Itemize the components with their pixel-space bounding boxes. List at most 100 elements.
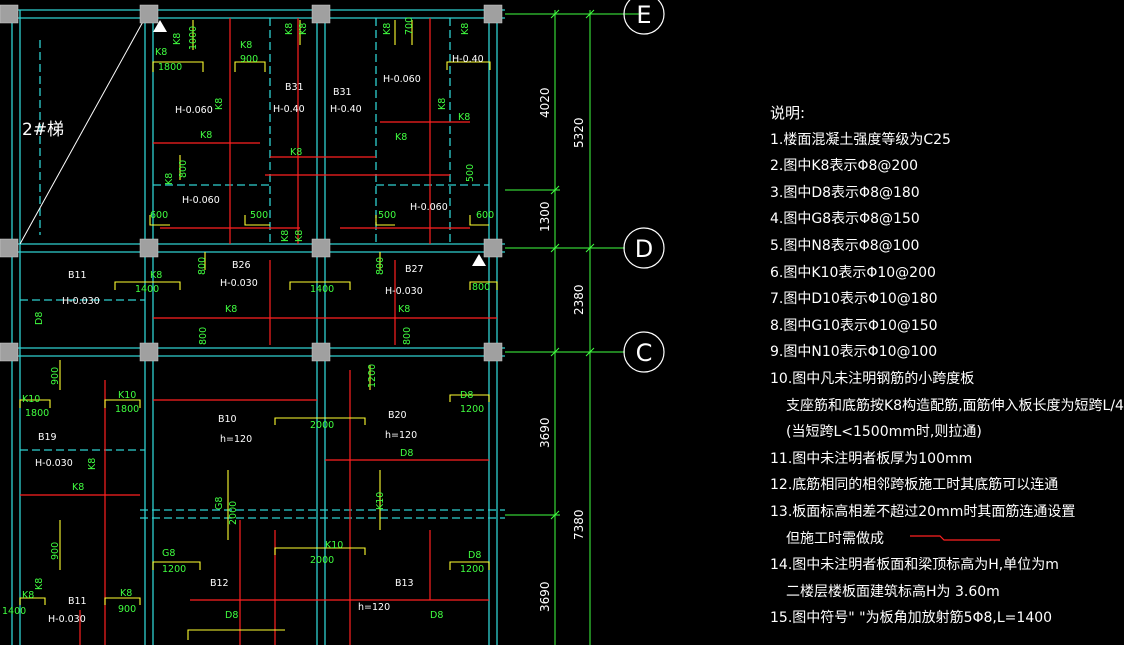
label-k10c: K10 (325, 540, 343, 551)
label-g8: G8 (162, 548, 175, 559)
label-k8c: K8 (200, 130, 212, 141)
label-k8e: K8 (290, 147, 302, 158)
label-h0060c: H-0.060 (182, 195, 220, 206)
label-b20: B20 (388, 410, 407, 421)
dim-3690b: 3690 (538, 581, 552, 612)
note-3: 3.图中D8表示Φ8@180 (770, 184, 920, 201)
label-500a: 500 (250, 210, 268, 221)
note-13-line2: 但施工时需做成 (786, 530, 884, 547)
label-k8h: K8 (225, 304, 237, 315)
label-b10: B10 (218, 414, 237, 425)
label-d8d: D8 (225, 610, 238, 621)
label-k8l: K8 (22, 590, 34, 601)
dimension-lines (505, 9, 640, 645)
axis-label-c: C (636, 339, 653, 367)
note-13: 13.板面标高相差不超过20mm时其面筋连通设置 (770, 503, 1076, 520)
grid-axis-labels: E D C (635, 1, 653, 367)
dim-3690a: 3690 (538, 417, 552, 448)
dim-4020: 4020 (538, 87, 552, 118)
note-8: 8.图中G10表示Φ10@150 (770, 317, 938, 334)
columns (0, 4, 503, 362)
vlabel-k8g: K8 (437, 98, 448, 110)
label-1800: 1800 (158, 62, 182, 73)
note-10-line3: (当短跨L<1500mm时,则拉通) (786, 424, 982, 441)
top-rebars (19, 20, 498, 640)
rebar-labels-vertical: 1000 K8 K8 K8 K8 700 K8 K8 K8 K8 800 500… (34, 17, 476, 590)
label-900b: 900 (118, 604, 136, 615)
label-1800b: 1800 (115, 404, 139, 415)
label-1400c: 1400 (2, 606, 26, 617)
vlabel-700: 700 (404, 17, 415, 35)
note-15: 15.图中符号" "为板角加放射筋5Φ8,L=1400 (770, 610, 1053, 627)
note-7: 7.图中D10表示Φ10@180 (770, 291, 938, 308)
axis-label-e: E (636, 1, 651, 29)
label-800a: 800 (472, 282, 490, 293)
axis-label-d: D (635, 235, 653, 263)
beam-lines (0, 9, 505, 645)
label-k8g: K8 (150, 270, 162, 281)
label-h0030c: H-0.030 (62, 296, 100, 307)
label-b11: B11 (68, 270, 87, 281)
stair-diagonal (19, 17, 146, 245)
note-10: 10.图中凡未注明钢筋的小跨度板 (770, 370, 975, 387)
vlabel-1000: 1000 (188, 26, 199, 50)
label-b27: B27 (405, 264, 424, 275)
label-k8: K8 (155, 47, 167, 58)
dim-7380: 7380 (572, 509, 586, 540)
vlabel-g8: G8 (214, 497, 225, 510)
label-h120b: h=120 (385, 430, 417, 441)
note-9: 9.图中N10表示Φ10@100 (770, 344, 938, 361)
vlabel-1200: 1200 (367, 364, 378, 388)
label-h0030d: H-0.030 (35, 458, 73, 469)
vlabel-k8j: K8 (87, 458, 98, 470)
dim-1300: 1300 (538, 201, 552, 232)
label-2000b: 2000 (310, 555, 334, 566)
note-5: 5.图中N8表示Φ8@100 (770, 237, 920, 254)
dim-2380: 2380 (572, 284, 586, 315)
vlabel-k10: K8 (164, 173, 175, 185)
vlabel-500c: 500 (465, 164, 476, 182)
label-k10b: K10 (22, 394, 40, 405)
label-d8e: D8 (430, 610, 443, 621)
note-11: 11.图中未注明者板厚为100mm (770, 450, 973, 467)
vlabel-k8e: K8 (460, 23, 471, 35)
label-k8d: K8 (395, 132, 407, 143)
dimension-text: 4020 1300 2380 3690 3690 5320 7380 (538, 87, 586, 612)
vlabel-k8h: K8 (280, 230, 291, 242)
notes-title: 说明: (770, 104, 806, 122)
label-b19: B19 (38, 432, 57, 443)
rebar-labels: K8 1800 900 K8 B31 B31 H-0.40 H-0.40 H-0… (2, 40, 494, 625)
label-h0060b: H-0.060 (383, 74, 421, 85)
note-14-line2: 二楼层楼板面建筑标高H为 3.60m (786, 583, 1000, 600)
vlabel-800a: 800 (178, 160, 189, 178)
label-h0040a: H-0.40 (273, 104, 305, 115)
axis-bubble-d (623, 227, 665, 269)
label-900: 900 (240, 54, 258, 65)
label-1200b: 1200 (162, 564, 186, 575)
vlabel-k8b: K8 (284, 23, 295, 35)
label-1400b: 1400 (310, 284, 334, 295)
vlabel-800e: 800 (402, 327, 413, 345)
step-symbol (910, 535, 1000, 541)
label-b13: B13 (395, 578, 414, 589)
vlabel-900a: 900 (50, 367, 61, 385)
axis-bubble-c (623, 331, 665, 373)
label-k8f: K8 (458, 112, 470, 123)
vlabel-k8f: K8 (214, 98, 225, 110)
axis-bubble-e (623, 0, 665, 35)
note-4: 4.图中G8表示Φ8@150 (770, 211, 920, 228)
vlabel-k10b: K10 (375, 492, 386, 510)
label-h0040b: H-0.40 (330, 104, 362, 115)
corner-markers (153, 20, 486, 266)
label-b26: B26 (232, 260, 251, 271)
label-h0030a: H-0.030 (220, 278, 258, 289)
label-k8i: K8 (398, 304, 410, 315)
note-12: 12.底筋相同的相邻跨板施工时其底筋可以连通 (770, 477, 1059, 494)
label-h0030e: H-0.030 (48, 614, 86, 625)
label-1200c: 1200 (460, 564, 484, 575)
vlabel-k8i: K8 (294, 230, 305, 242)
label-d8a: D8 (460, 390, 473, 401)
label-h0030b: H-0.030 (385, 286, 423, 297)
label-b12: B12 (210, 578, 229, 589)
